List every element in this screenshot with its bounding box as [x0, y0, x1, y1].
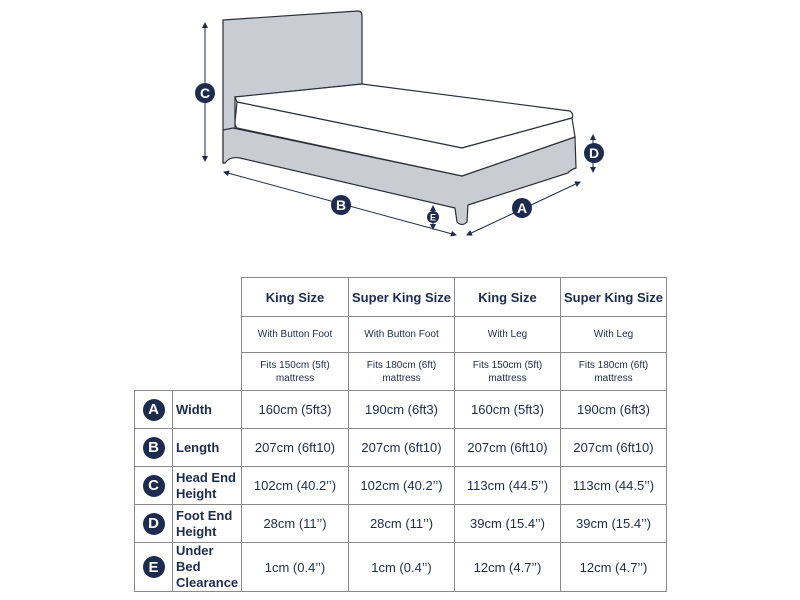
table-cell: 207cm (6ft10) — [454, 428, 561, 467]
table-cell: 39cm (15.4’’) — [454, 504, 561, 543]
header-fits-row: Fits 150cm (5ft)mattress Fits 180cm (6ft… — [135, 352, 667, 391]
table-cell: 160cm (5ft3) — [454, 390, 561, 429]
mattress-fit: Fits 150cm (5ft)mattress — [241, 352, 349, 391]
row-label: Length — [172, 428, 242, 467]
row-label: Width — [172, 390, 242, 429]
header-foot-row: With Button Foot With Button Foot With L… — [135, 316, 667, 353]
table-cell: 28cm (11’’) — [241, 504, 349, 543]
foot-type: With Button Foot — [348, 316, 455, 353]
table-cell: 190cm (6ft3) — [560, 390, 667, 429]
bed-illustration — [222, 10, 577, 226]
row-label: Under Bed Clearance — [172, 542, 242, 592]
table-cell: 113cm (44.5’’) — [560, 466, 667, 505]
table-cell: 1cm (0.4’’) — [241, 542, 349, 592]
table-cell: 102cm (40.2’’) — [348, 466, 455, 505]
mattress-side — [234, 101, 576, 177]
svg-text:E: E — [430, 213, 436, 223]
column-header: King Size — [454, 277, 561, 317]
mattress-fit: Fits 150cm (5ft)mattress — [454, 352, 561, 391]
row-label: Head End Height — [172, 466, 242, 505]
foot-type: With Leg — [560, 316, 667, 353]
column-header: Super King Size — [560, 277, 667, 317]
header-size-row: King Size Super King Size King Size Supe… — [135, 277, 667, 317]
dimension-badge-c: C — [195, 83, 215, 103]
row-badge-cell: D — [134, 504, 173, 543]
svg-text:D: D — [589, 145, 599, 161]
column-header: King Size — [241, 277, 349, 317]
dimension-badge: C — [142, 474, 165, 497]
row-badge-cell: B — [134, 428, 173, 467]
dimension-badge: B — [142, 436, 165, 459]
row-badge-cell: C — [134, 466, 173, 505]
table-cell: 113cm (44.5’’) — [454, 466, 561, 505]
svg-text:C: C — [200, 85, 210, 101]
svg-text:B: B — [336, 197, 346, 213]
table-cell: 190cm (6ft3) — [348, 390, 455, 429]
table-cell: 39cm (15.4’’) — [560, 504, 667, 543]
mattress-fit: Fits 180cm (6ft)mattress — [560, 352, 667, 391]
row-badge-cell: A — [134, 390, 173, 429]
table-cell: 207cm (6ft10) — [241, 428, 349, 467]
foot-type: With Button Foot — [241, 316, 349, 353]
table-cell: 207cm (6ft10) — [560, 428, 667, 467]
bed-diagram: C B A D E — [195, 10, 604, 237]
row-label: Foot End Height — [172, 504, 242, 543]
dimensions-table: King Size Super King Size King Size Supe… — [134, 277, 667, 592]
dimension-badge-d: D — [584, 143, 604, 163]
mattress-fit: Fits 180cm (6ft)mattress — [348, 352, 455, 391]
table-cell: 12cm (4.7’’) — [454, 542, 561, 592]
row-badge-cell: E — [134, 542, 173, 592]
dimension-badge-a: A — [512, 198, 532, 218]
table-cell: 102cm (40.2’’) — [241, 466, 349, 505]
table-cell: 28cm (11’’) — [348, 504, 455, 543]
dimension-badge: D — [142, 512, 165, 535]
table-cell: 160cm (5ft3) — [241, 390, 349, 429]
table-cell: 207cm (6ft10) — [348, 428, 455, 467]
dimension-badge-e: E — [427, 211, 439, 223]
foot-type: With Leg — [454, 316, 561, 353]
dimension-badge: E — [142, 556, 165, 578]
svg-text:A: A — [517, 200, 527, 216]
dimension-badge: A — [142, 398, 165, 421]
table-cell: 1cm (0.4’’) — [348, 542, 455, 592]
table-cell: 12cm (4.7’’) — [560, 542, 667, 592]
column-header: Super King Size — [348, 277, 455, 317]
dimension-badge-b: B — [331, 195, 351, 215]
